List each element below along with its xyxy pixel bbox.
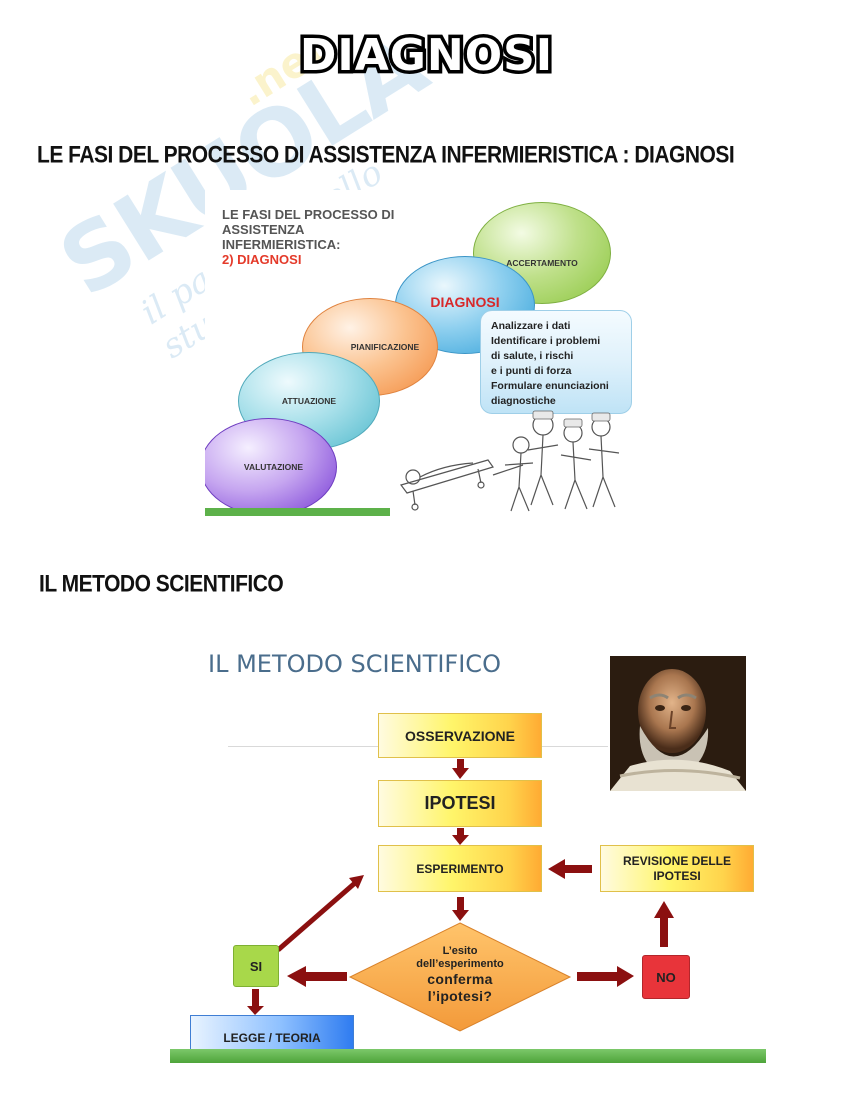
phase-label: DIAGNOSI bbox=[430, 294, 499, 310]
question-line: dell’esperimento bbox=[390, 958, 530, 971]
no-box: NO bbox=[642, 955, 690, 999]
figure-1-title-line: ASSISTENZA bbox=[222, 222, 412, 237]
section-heading-metodo: IL METODO SCIENTIFICO bbox=[39, 571, 283, 599]
diagnosi-callout: Analizzare i dati Identificare i problem… bbox=[480, 310, 632, 414]
figure-1-title-line: INFERMIERISTICA: bbox=[222, 237, 412, 252]
decision-question: L’esito dell’esperimento conferma l’ipot… bbox=[390, 945, 530, 1005]
phase-label: VALUTAZIONE bbox=[244, 462, 303, 472]
yes-box: SI bbox=[233, 945, 279, 987]
callout-line: Analizzare i dati bbox=[491, 319, 621, 334]
callout-line: e i punti di forza bbox=[491, 364, 621, 379]
callout-line: di salute, i rischi bbox=[491, 349, 621, 364]
figure-1-bar bbox=[205, 508, 390, 516]
page-title: DIAGNOSI bbox=[0, 30, 853, 81]
phase-label: ATTUAZIONE bbox=[282, 396, 336, 406]
figure-2-bar bbox=[170, 1049, 766, 1063]
question-line: L’esito bbox=[390, 945, 530, 958]
callout-line: Identificare i problemi bbox=[491, 334, 621, 349]
figure-1-title: LE FASI DEL PROCESSO DI ASSISTENZA INFER… bbox=[222, 207, 412, 267]
figure-1-title-highlight: 2) DIAGNOSI bbox=[222, 252, 412, 267]
phase-label: PIANIFICAZIONE bbox=[351, 342, 419, 352]
phase-valutazione: VALUTAZIONE bbox=[205, 418, 337, 516]
question-line: l’ipotesi? bbox=[390, 988, 530, 1005]
question-line: conferma bbox=[390, 971, 530, 988]
section-heading-diagnosi: LE FASI DEL PROCESSO DI ASSISTENZA INFER… bbox=[37, 142, 734, 170]
medical-staff-cartoon bbox=[393, 405, 633, 518]
nursing-process-figure: LE FASI DEL PROCESSO DI ASSISTENZA INFER… bbox=[205, 190, 635, 518]
scientific-method-flowchart: IL METODO SCIENTIFICO OSSERVAZIONE IPOTE… bbox=[170, 625, 770, 1067]
phase-label: ACCERTAMENTO bbox=[506, 258, 577, 268]
figure-1-title-line: LE FASI DEL PROCESSO DI bbox=[222, 207, 412, 222]
callout-line: Formulare enunciazioni bbox=[491, 379, 621, 394]
